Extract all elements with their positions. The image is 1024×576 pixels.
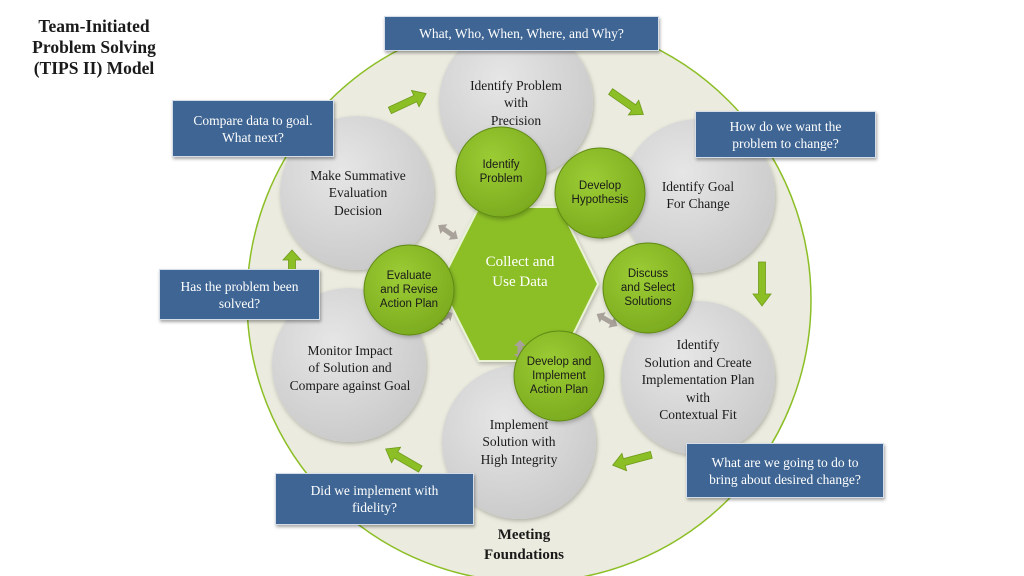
title-line: Problem Solving [32, 37, 156, 57]
arrow-solution-to-implement [612, 450, 653, 472]
step-line: Identify Goal [661, 178, 735, 194]
step-line: Monitor Impact [307, 342, 393, 358]
substep-circle-develop-hypothesis [554, 147, 646, 239]
substep-label-develop-implement: Develop and Implement Action Plan [515, 354, 603, 398]
step-label-identify-problem: Identify Problem with Precision [446, 75, 586, 131]
question-box-problem-solved: Has the problem been solved? [159, 269, 320, 320]
step-line: Solution with [482, 434, 556, 450]
substep-label-identify-problem: Identify Problem [461, 157, 541, 187]
question-box-how-change: How do we want the problem to change? [695, 111, 876, 158]
substep-line: Evaluate [386, 270, 432, 282]
substep-line: Action Plan [379, 298, 439, 310]
step-line: Implementation Plan [641, 372, 755, 388]
substep-label-develop-hypothesis: Develop Hypothesis [558, 178, 642, 208]
substep-line: Implement [532, 370, 586, 382]
step-line: Decision [334, 202, 382, 218]
substep-circle-develop-implement [513, 330, 605, 422]
step-line: Make Summative [310, 167, 406, 183]
step-line: of Solution and [308, 360, 392, 376]
substep-line: Develop [578, 180, 622, 192]
step-line: Solution and Create [644, 354, 752, 370]
question-line: What next? [222, 129, 284, 145]
step-label-implement-solution: Implement Solution with High Integrity [458, 414, 580, 470]
cycle-arrows [282, 88, 772, 473]
page-title: Team-Initiated Problem Solving (TIPS II)… [12, 16, 176, 79]
question-line: bring about desired change? [709, 471, 861, 487]
substep-line: Discuss [627, 268, 669, 280]
gray-arrow-right [596, 312, 618, 328]
question-line: How do we want the [729, 118, 842, 134]
question-box-did-implement: Did we implement with fidelity? [275, 473, 474, 525]
step-line: Precision [490, 112, 542, 128]
step-line: with [503, 95, 528, 111]
arrow-implement-to-monitor [385, 446, 423, 473]
question-line: What are we going to do to [711, 454, 859, 470]
substep-label-discuss-select: Discuss and Select Solutions [606, 266, 690, 310]
foundation-line: Foundations [483, 547, 565, 563]
step-line: with [685, 389, 710, 405]
question-box-what-going: What are we going to do to bring about d… [686, 443, 884, 498]
title-line: (TIPS II) Model [33, 58, 155, 78]
substep-line: and Revise [380, 284, 438, 296]
step-line: For Change [666, 196, 730, 211]
center-line: Collect and [485, 254, 555, 270]
substep-line: Develop and [526, 356, 592, 368]
foundation-line: Meeting [497, 527, 551, 543]
substep-line: Action Plan [529, 384, 589, 396]
title-line: Team-Initiated [38, 16, 150, 36]
substep-line: Problem [479, 173, 523, 185]
substep-line: Hypothesis [571, 194, 629, 206]
question-line: fidelity? [352, 500, 397, 515]
center-label: Collect and Use Data [462, 252, 578, 292]
substep-line: Solutions [624, 296, 672, 308]
step-line: Identify [676, 337, 720, 353]
substep-line: and Select [620, 282, 676, 294]
question-line: solved? [218, 295, 261, 311]
step-circle-identify-solution [621, 301, 775, 455]
step-line: Identify Problem [470, 77, 562, 93]
step-line: High Integrity [480, 451, 558, 467]
substep-circles [363, 126, 694, 422]
question-line: Has the problem been [180, 278, 299, 294]
question-line: Compare data to goal. [193, 112, 313, 128]
substep-line: Identify [482, 159, 520, 171]
question-line: Did we implement with [310, 483, 439, 498]
question-line: problem to change? [732, 135, 839, 151]
step-label-summative-evaluation: Make Summative Evaluation Decision [294, 165, 422, 221]
step-line: Compare against Goal [289, 377, 411, 393]
step-label-monitor-impact: Monitor Impact of Solution and Compare a… [272, 340, 428, 396]
arrow-problem-to-goal [608, 88, 644, 116]
question-box-compare-data: Compare data to goal. What next? [172, 100, 334, 157]
arrow-goal-to-solution [752, 261, 772, 307]
question-line: What, Who, When, Where, and Why? [419, 26, 624, 41]
step-line: Implement [489, 416, 549, 432]
substep-circle-evaluate-revise [363, 244, 455, 336]
center-line: Use Data [492, 274, 548, 290]
foundation-label: Meeting Foundations [454, 525, 594, 565]
step-line: Evaluation [328, 185, 388, 201]
substep-circle-identify-problem [455, 126, 547, 218]
question-box-what-who: What, Who, When, Where, and Why? [384, 16, 659, 51]
gray-arrow-upper-left [438, 224, 458, 240]
step-label-identify-solution: Identify Solution and Create Implementat… [622, 334, 774, 426]
step-label-identify-goal: Identify Goal For Change [642, 176, 754, 214]
arrow-summative-to-problem [387, 89, 427, 115]
substep-label-evaluate-revise: Evaluate and Revise Action Plan [367, 268, 451, 312]
substep-circle-discuss-select [602, 242, 694, 334]
step-line: Contextual Fit [659, 407, 737, 423]
